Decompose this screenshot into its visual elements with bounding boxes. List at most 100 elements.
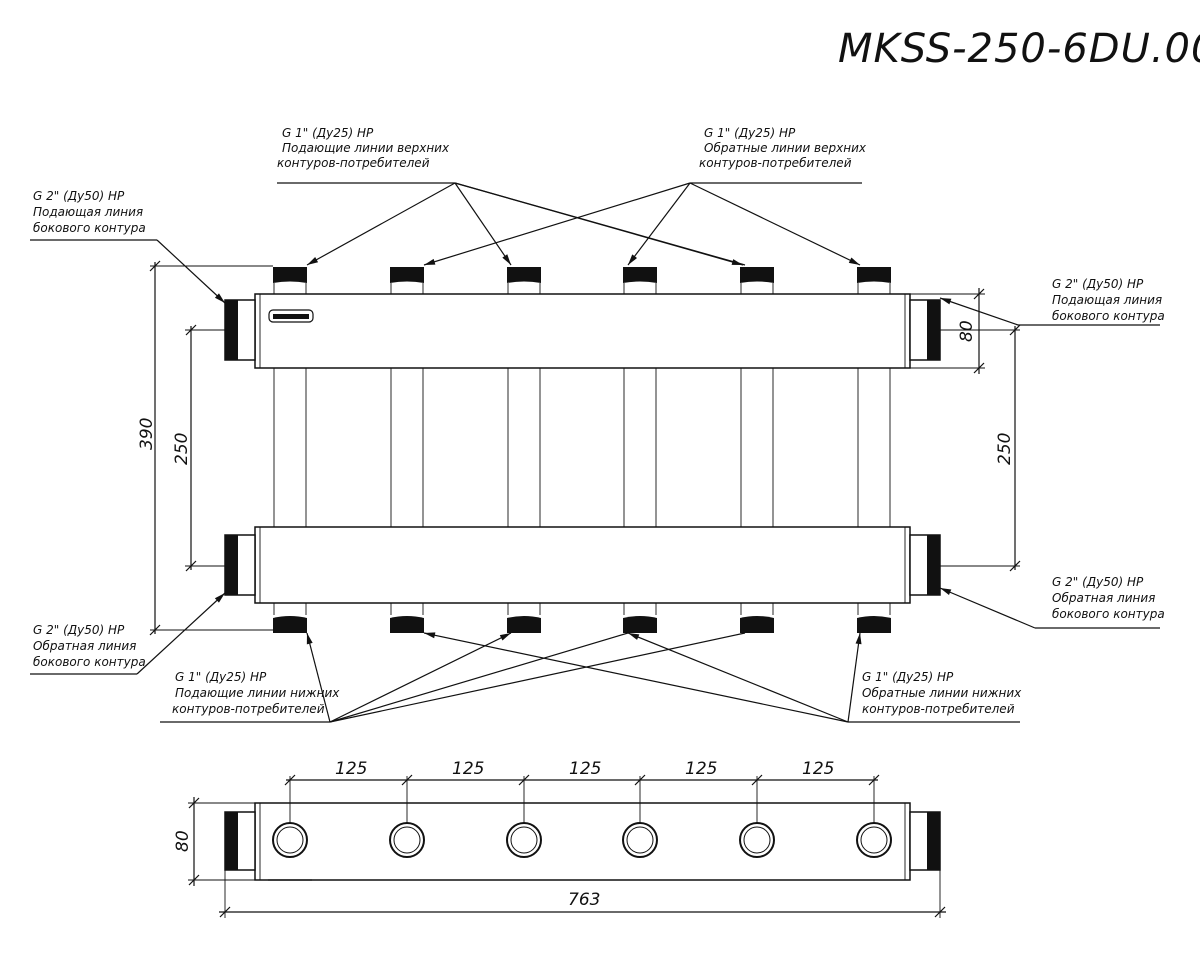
svg-text:бокового контура: бокового контура [1052, 607, 1165, 621]
svg-text:Подающие линии верхних: Подающие линии верхних [282, 141, 450, 155]
thread-top [273, 267, 307, 283]
svg-text:Подающая линия: Подающая линия [33, 205, 143, 219]
dim-250-right: 250 [995, 433, 1015, 465]
lower-header [254, 526, 911, 604]
dim-tick [219, 906, 231, 918]
svg-text:G 2" (Ду50) НР: G 2" (Ду50) НР [1052, 277, 1144, 291]
arrowhead [214, 293, 225, 303]
svg-text:Обратная линия: Обратная линия [1052, 591, 1155, 605]
arrowhead [848, 257, 860, 265]
thread-left [225, 535, 238, 595]
leader-line [329, 632, 629, 723]
leader-line [156, 239, 226, 304]
thread-bottom [390, 616, 424, 633]
svg-text:Подающие линии нижних: Подающие линии нижних [175, 686, 340, 700]
port-inner [276, 826, 304, 854]
logo-mark [273, 314, 309, 319]
label-bottom-return: G 1" (Ду25) НР Обратные линии нижних кон… [862, 670, 1022, 716]
leader-line [627, 182, 691, 266]
leader-line [423, 182, 691, 266]
svg-text:контуров-потребителей: контуров-потребителей [862, 702, 1015, 716]
arrowhead [940, 588, 952, 596]
port-inner [743, 826, 771, 854]
dim-80-top: 80 [957, 320, 977, 342]
dim-pitch: 125 [569, 759, 601, 779]
thread-top [390, 267, 424, 283]
dim-tick [149, 624, 161, 636]
svg-text:G 2" (Ду50) НР: G 2" (Ду50) НР [33, 623, 125, 637]
pitch-dimensions: 125 125 125 125 125 [335, 759, 834, 779]
dim-tick [973, 362, 985, 374]
arrowhead [214, 593, 225, 603]
port-outer [856, 822, 892, 858]
thread-top [857, 267, 891, 283]
port-outer [622, 822, 658, 858]
svg-text:контуров-потребителей: контуров-потребителей [172, 702, 325, 716]
svg-text:G 1" (Ду25) НР: G 1" (Ду25) НР [704, 126, 796, 140]
label-right-supply: G 2" (Ду50) НР Подающая линия бокового к… [1052, 277, 1165, 323]
thread-top [507, 267, 541, 283]
dim-tick [401, 774, 413, 786]
arrowhead [424, 258, 436, 265]
thread-left [225, 812, 238, 870]
dim-tick [188, 797, 200, 809]
svg-text:контуров-потребителей: контуров-потребителей [699, 156, 852, 170]
dim-pitch: 125 [685, 759, 717, 779]
thread-right [927, 300, 940, 360]
arrowhead [940, 298, 952, 305]
port-inner [860, 826, 888, 854]
dim-763: 763 [568, 890, 600, 910]
drawing-title: MKSS-250-6DU.00 [838, 26, 1200, 72]
label-left-supply: G 2" (Ду50) НР Подающая линия бокового к… [33, 189, 146, 235]
leader-line [136, 592, 226, 675]
dim-tick [634, 774, 646, 786]
dim-tick [149, 260, 161, 272]
svg-text:G 2" (Ду50) НР: G 2" (Ду50) НР [1052, 575, 1144, 589]
arrowhead [424, 632, 436, 639]
arrowhead [628, 254, 638, 265]
leader-line [306, 182, 456, 266]
dim-80-bottom: 80 [173, 830, 193, 852]
leader-line [329, 632, 746, 723]
dim-pitch: 125 [335, 759, 367, 779]
thread-bottom [507, 616, 541, 633]
arrowhead [306, 633, 313, 645]
dim-tick [751, 774, 763, 786]
thread-left [225, 300, 238, 360]
dim-tick [188, 874, 200, 886]
port-outer [739, 822, 775, 858]
dim-pitch: 125 [452, 759, 484, 779]
dim-tick [1009, 560, 1021, 572]
leader-line [423, 632, 849, 723]
arrowhead [499, 633, 511, 641]
leader-line [847, 632, 861, 723]
dim-tick [284, 774, 296, 786]
port-outer [389, 822, 425, 858]
label-top-supply: G 1" (Ду25) НР Подающие линии верхних ко… [277, 126, 450, 170]
thread-right [927, 812, 940, 870]
svg-text:Обратные линии нижних: Обратные линии нижних [862, 686, 1022, 700]
leader-line [329, 632, 512, 723]
thread-top [623, 267, 657, 283]
svg-text:бокового контура: бокового контура [33, 655, 146, 669]
dim-tick [973, 288, 985, 300]
leader-line [627, 632, 849, 723]
label-left-return: G 2" (Ду50) НР Обратная линия бокового к… [33, 623, 146, 669]
port-outer [272, 822, 308, 858]
arrowhead [307, 257, 319, 265]
dim-tick [868, 774, 880, 786]
port-inner [393, 826, 421, 854]
svg-text:G 1" (Ду25) НР: G 1" (Ду25) НР [175, 670, 267, 684]
dim-390: 390 [137, 418, 157, 450]
label-right-return: G 2" (Ду50) НР Обратная линия бокового к… [1052, 575, 1165, 621]
arrowhead [628, 633, 640, 640]
leader-line [454, 182, 744, 266]
thread-bottom [740, 616, 774, 633]
svg-text:Обратная линия: Обратная линия [33, 639, 136, 653]
bottom-view [188, 774, 946, 918]
leader-line [306, 632, 331, 723]
leader-line [939, 297, 1019, 326]
dim-tick [1009, 324, 1021, 336]
arrowhead [731, 259, 743, 265]
